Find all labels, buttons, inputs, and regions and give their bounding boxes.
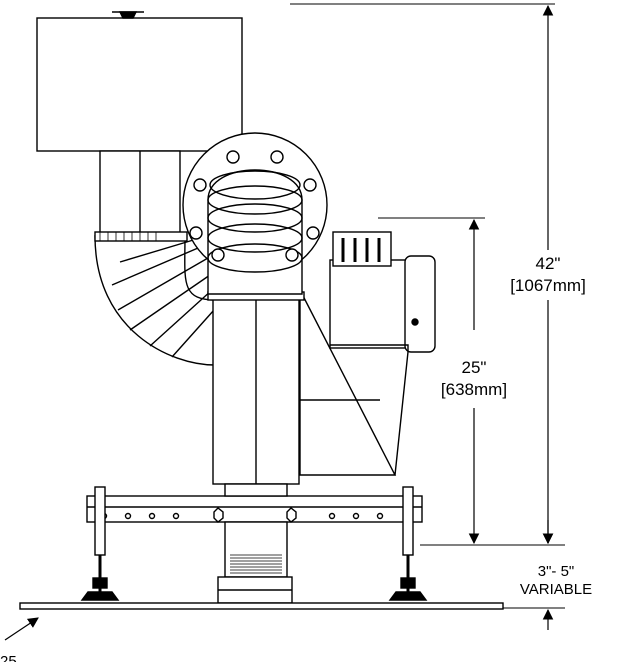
lower-column	[217, 483, 293, 604]
inlet-height-imperial: 25"	[462, 358, 487, 377]
inlet-flange	[182, 132, 328, 295]
mounting-beam	[86, 495, 423, 523]
flange-bolts	[189, 150, 320, 262]
inlet-height-metric: [638mm]	[441, 380, 507, 399]
base-gap-label: VARIABLE	[520, 581, 592, 598]
floor-plate	[19, 602, 504, 610]
elbow-duct	[94, 231, 216, 366]
hopper-drum	[36, 11, 243, 237]
overall-height-imperial: 42"	[536, 254, 561, 273]
dimension-arrows	[4, 4, 554, 641]
motor	[329, 231, 436, 476]
support-frame	[299, 289, 397, 476]
extension-lines	[290, 3, 565, 609]
leveling-foot-right	[388, 486, 428, 601]
main-column	[207, 291, 305, 485]
leveling-foot-left	[80, 486, 120, 601]
base-gap-imperial: 3"- 5"	[538, 563, 575, 580]
corner-callout-label: 25	[0, 653, 17, 662]
overall-height-metric: [1067mm]	[510, 276, 586, 295]
